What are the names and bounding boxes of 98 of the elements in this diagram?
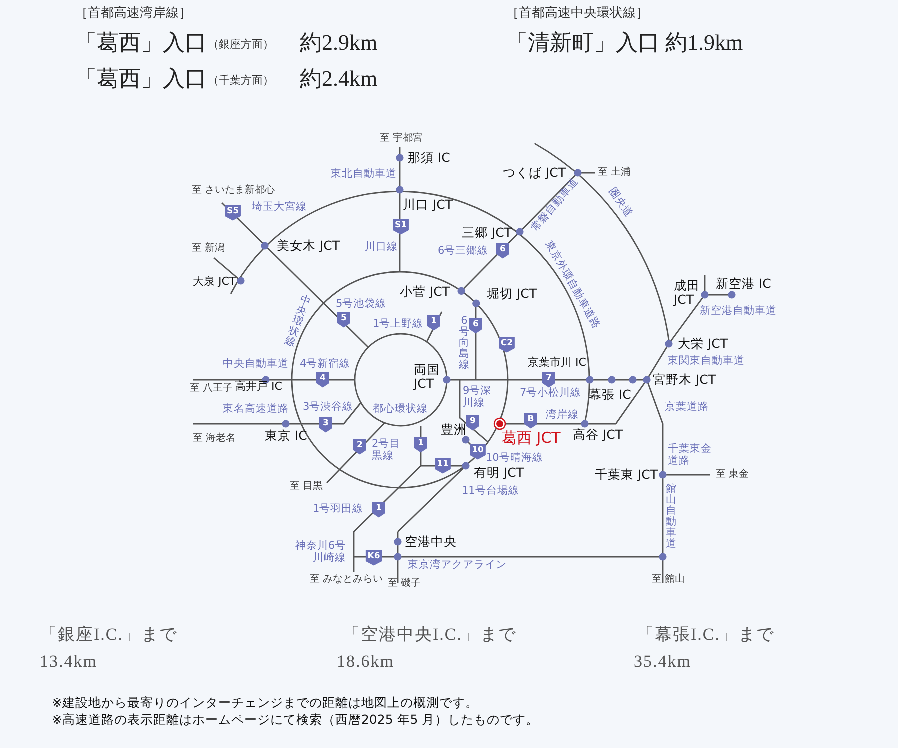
route-shield: 4 xyxy=(316,372,330,388)
road-name: 京葉道路 xyxy=(665,401,709,414)
road-name: 3号渋谷線 xyxy=(303,401,354,414)
route-shield: 2 xyxy=(354,439,366,455)
road-name: 東関東自動車道 xyxy=(668,355,745,368)
place-label: 新空港 IC xyxy=(716,277,772,292)
route-shield: 3 xyxy=(320,417,332,433)
place-label: 美女木 JCT xyxy=(277,239,340,254)
route-shield: 9 xyxy=(466,415,480,431)
place-label: 高井戸 IC xyxy=(235,381,282,394)
direction-label: 至 八王子 xyxy=(190,383,234,394)
road-name: 6号向島線 xyxy=(459,316,470,372)
road-name: 5号池袋線 xyxy=(336,298,387,310)
route-shield: 10 xyxy=(470,444,486,460)
footnote: ※高速道路の表示距離はホームページにて検索（西暦2025 年5 月）したものです。 xyxy=(52,713,540,728)
route-shield: 1 xyxy=(372,502,386,518)
distance-label: 18.6km xyxy=(337,652,394,672)
road-name: 東北自動車道 xyxy=(331,168,397,180)
place-label: 東京 IC xyxy=(265,429,308,444)
place-label: 京葉市川 IC xyxy=(528,357,586,370)
route-shield: 5 xyxy=(338,312,350,328)
place-label: 豊洲 xyxy=(441,423,467,438)
direction-label: 至 みなとみらい xyxy=(310,574,384,586)
place-label: 三郷 JCT xyxy=(462,226,512,240)
road-name: 9号深川線 xyxy=(463,385,493,410)
direction-label: 至 さいたま新都心 xyxy=(192,185,276,196)
road-name: 11号台場線 xyxy=(462,485,520,498)
direction-label: 至 目黒 xyxy=(290,481,324,492)
road-name: 4号新宿線 xyxy=(300,358,351,370)
place-label: 堀切 JCT xyxy=(487,287,538,302)
road-name: 中央環状線 xyxy=(283,294,313,350)
route-shield: S5 xyxy=(224,205,242,221)
road-name: 新空港自動車道 xyxy=(700,305,777,318)
route-shield: 11 xyxy=(435,458,451,474)
route-shield: S1 xyxy=(392,219,410,235)
road-name: 2号目黒線 xyxy=(372,438,402,462)
route-shield: C2 xyxy=(498,337,516,353)
place-label: つくば JCT xyxy=(503,166,566,180)
road-name: 10号晴海線 xyxy=(486,452,544,464)
road-name: 6号三郷線 xyxy=(438,245,489,258)
direction-label: 至 磯子 xyxy=(388,578,422,590)
road-heading: ［首都高速湾岸線］ xyxy=(75,6,192,21)
direction-note: （千葉方面） xyxy=(208,75,274,88)
route-shield: 7 xyxy=(542,372,556,388)
distance-label: 「空港中央I.C.」まで xyxy=(343,625,516,645)
distance-label: 13.4km xyxy=(40,652,98,672)
direction-label: 至 宇都宮 xyxy=(380,133,424,144)
place-label: 高谷 JCT xyxy=(573,428,624,442)
route-shield: B xyxy=(524,413,538,429)
road-name: 東名高速道路 xyxy=(223,403,289,416)
road-name: 7号小松川線 xyxy=(520,387,582,400)
road-heading: ［首都高速中央環状線］ xyxy=(506,6,649,21)
footnote: ※建設地から最寄りのインターチェンジまでの距離は地図上の概測です。 xyxy=(52,696,478,710)
place-label: 成田 JCT xyxy=(674,279,700,308)
road-name: 川口線 xyxy=(365,241,398,254)
distance-label: 「幕張I.C.」まで xyxy=(637,625,774,645)
route-shield: K6 xyxy=(366,550,382,566)
distance-text: 約2.4km xyxy=(300,66,378,92)
route-shield: 1 xyxy=(428,315,440,331)
direction-label: 至 東金 xyxy=(716,469,750,480)
road-name: 館山自動車道 xyxy=(666,484,678,550)
route-shield: 6 xyxy=(496,243,510,259)
distance-label: 35.4km xyxy=(634,652,692,672)
road-name: 中央自動車道 xyxy=(223,358,289,370)
distance-text: 「葛西」入口 xyxy=(75,66,207,92)
place-label: 幕張 IC xyxy=(589,388,632,402)
road-name: 圏央道 xyxy=(606,186,636,220)
place-label: 有明 JCT xyxy=(474,466,524,480)
place-label: 宮野木 JCT xyxy=(653,373,716,388)
route-shield: 6 xyxy=(470,318,482,334)
place-label: 那須 IC xyxy=(408,151,450,166)
road-name: 都心環状線 xyxy=(373,403,428,416)
place-label: 大泉 JCT xyxy=(193,276,236,289)
place-label: 大栄 JCT xyxy=(678,337,728,352)
road-name: 千葉東金道路 xyxy=(668,443,713,468)
place-label: 空港中央 xyxy=(405,535,457,550)
direction-label: 至 海老名 xyxy=(193,433,236,444)
direction-label: 至 土浦 xyxy=(598,167,632,178)
road-name: 1号羽田線 xyxy=(313,503,364,516)
road-name: 神奈川6号川崎線 xyxy=(294,540,346,564)
road-name: 東京湾アクアライン xyxy=(408,559,507,572)
place-label: 小菅 JCT xyxy=(400,285,450,300)
junction-label: 葛西 JCT xyxy=(502,430,561,448)
distance-label: 「銀座I.C.」まで xyxy=(40,625,178,645)
road-name: 埼玉大宮線 xyxy=(252,201,307,214)
place-label: 千葉東 JCT xyxy=(595,468,658,482)
direction-note: （銀座方面） xyxy=(208,39,274,52)
distance-text: 「葛西」入口 xyxy=(75,30,207,56)
place-label: 両国 JCT xyxy=(414,363,441,392)
distance-text: 約2.9km xyxy=(300,30,378,56)
road-name: 湾岸線 xyxy=(546,409,579,422)
road-name: 東京外環自動車道路 xyxy=(543,239,603,331)
place-label: 川口 JCT xyxy=(403,198,454,212)
direction-label: 至 館山 xyxy=(652,574,686,586)
distance-text: 「清新町」入口 約1.9km xyxy=(506,30,744,56)
direction-label: 至 新潟 xyxy=(192,243,226,254)
route-shield: 1 xyxy=(414,437,428,453)
road-name: 1号上野線 xyxy=(373,318,424,330)
